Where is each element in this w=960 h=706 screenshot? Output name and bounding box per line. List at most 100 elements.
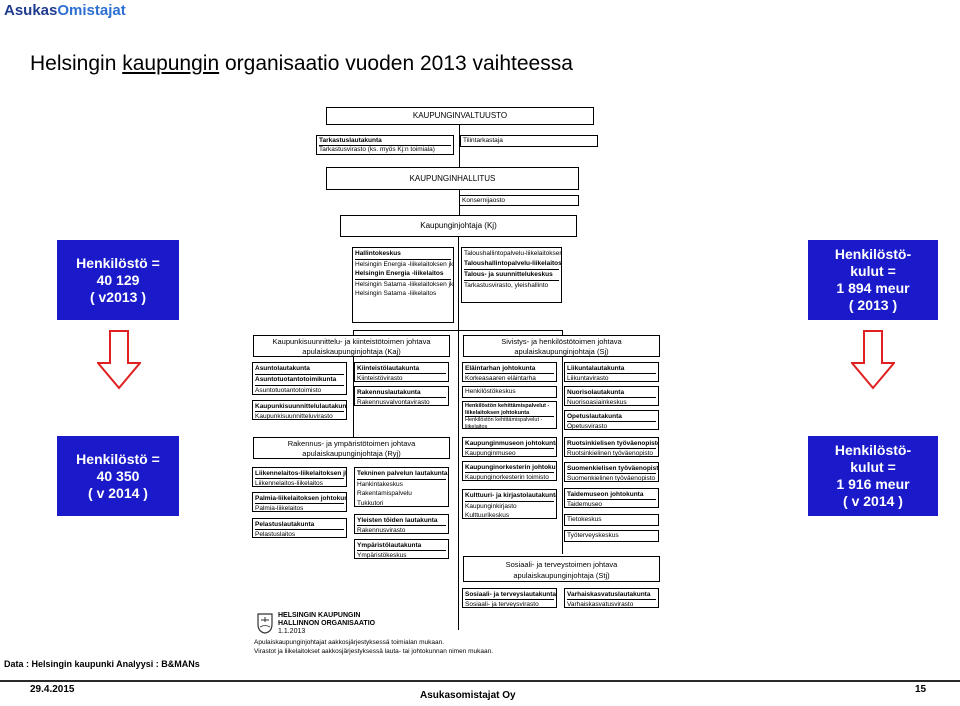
city-council-box: KAUPUNGINVALTUUSTO [326, 107, 594, 125]
sj-col1-box3: Henkilöstön kehittämispalvelut -liikelai… [462, 401, 557, 429]
org-logo-line1: HELSINGIN KAUPUNGIN [278, 612, 361, 619]
org-unit: Liikuntavirasto [567, 375, 609, 382]
kaj-header-line1: Kaupunkisuunnittelu- ja kiinteistötoimen… [272, 337, 431, 346]
org-unit: Kaupunginkirjasto [465, 502, 517, 510]
org-unit: Suomenkielisen työväenopiston jk [567, 465, 659, 474]
org-unit: Liikennelaitos-liikelaitos [255, 480, 323, 487]
sj-col2-box1: Liikuntalautakunta Liikuntavirasto [564, 362, 659, 382]
cost-2013-line4: ( 2013 ) [848, 297, 898, 313]
stj-header-box: Sosiaali- ja terveystoimen johtava apula… [463, 556, 660, 582]
staff-2014-box: Henkilöstö =40 350( v 2014 ) [57, 436, 179, 516]
footer-divider [0, 680, 960, 682]
org-unit: Ruotsinkielinen työväenopisto [567, 450, 653, 457]
sj2-col2-box3: Taidemuseon johtokunta Taidemuseo [564, 488, 659, 508]
org-unit: Kiinteistölautakunta [357, 364, 446, 374]
org-unit: Taidemuseon johtokunta [567, 490, 656, 500]
org-unit: Kiinteistövirasto [357, 375, 403, 382]
sj-header-line2: apulaiskaupunginjohtaja (Sj) [514, 347, 609, 356]
cost-2013-box: Henkilöstö-kulut =1 894 meur( 2013 ) [808, 240, 938, 320]
org-notes: Apulaiskaupunginjohtajat aakkosjärjestyk… [254, 638, 493, 656]
org-unit: Helsingin Energia -liikelaitos [355, 269, 451, 280]
cost-2014-line2: kulut = [850, 459, 896, 475]
org-unit: Nuorisoasiainkeskus [567, 399, 627, 406]
org-unit: Sosiaali- ja terveysvirasto [465, 601, 539, 608]
connector [562, 356, 563, 554]
audit-office-label: Tarkastusvirasto (ks. myös Kj:n toimiala… [319, 146, 435, 153]
sj-header-box: Sivistys- ja henkilöstötoimen johtava ap… [463, 335, 660, 357]
page-title: Helsingin kaupungin organisaatio vuoden … [30, 52, 573, 76]
org-unit: Sosiaali- ja terveyslautakunta [465, 591, 557, 600]
cost-2013-line2: kulut = [850, 263, 896, 279]
ryj-col2-box3: Ympäristölautakunta Ympäristökeskus [354, 539, 449, 559]
org-unit: Rakennusvirasto [357, 527, 406, 534]
org-unit: Kaupunkisuunnitteluvirasto [255, 413, 333, 420]
org-logo-text: HELSINGIN KAUPUNGIN HALLINNON ORGANISAAT… [278, 612, 375, 636]
cost-2014-line3: 1 916 meur [836, 476, 910, 492]
org-unit: Työterveyskeskus [567, 532, 619, 539]
connector [459, 124, 460, 168]
org-unit: Palmia-liikelaitos [255, 505, 304, 512]
connector [353, 428, 354, 438]
stj-col1-box1: Sosiaali- ja terveyslautakunta Sosiaali-… [462, 588, 557, 608]
connector [458, 236, 459, 335]
org-unit: Henkilöstön kehittämispalvelut -liikelai… [465, 417, 543, 429]
connector [562, 330, 563, 336]
org-unit: Kaupunkisuunnittelulautakunta [255, 403, 347, 412]
org-unit: Tekninen palvelun lautakunta [357, 469, 448, 480]
sj2-col2-box4: Tietokeskus [564, 514, 659, 526]
connector [353, 330, 354, 336]
org-note-1: Apulaiskaupunginjohtajat aakkosjärjestyk… [254, 639, 445, 646]
brand-part1: Asukas [4, 2, 58, 19]
org-unit: Palmia-liikelaitoksen johtokunta [255, 495, 347, 504]
city-council-label: KAUPUNGINVALTUUSTO [412, 111, 508, 120]
staff-2013-line3: ( v2013 ) [89, 288, 147, 305]
org-unit: Rakentamispalvelu [357, 490, 412, 497]
connector [458, 330, 459, 630]
org-unit: Tarkastusvirasto, yleishallinto [464, 282, 549, 289]
org-unit: Eläintarhan johtokunta [465, 364, 554, 374]
stj-header-line2: apulaiskaupunginjohtaja (Stj) [513, 571, 610, 580]
brand-logo: AsukasOmistajat [4, 2, 126, 19]
org-unit: Helsingin Satama -liikelaitos [355, 290, 437, 297]
group-division-box: Konsernijaosto [459, 195, 579, 206]
stj-col2-box1: Varhaiskasvatuslautakunta Varhaiskasvatu… [564, 588, 659, 608]
org-unit: Pelastuslaitos [255, 531, 296, 538]
group-division-label: Konsernijaosto [462, 197, 505, 204]
org-unit: Rakennusvalvontavirasto [357, 399, 430, 406]
kaj-header-box: Kaupunkisuunnittelu- ja kiinteistötoimen… [253, 335, 450, 357]
org-unit: Suomenkielinen työväenopisto [567, 475, 656, 482]
org-unit: Pelastuslautakunta [255, 520, 344, 530]
org-unit: Taloushallintopalvelu-liikelaitoksen jk [464, 250, 562, 257]
cost-2013-line1: Henkilöstö- [834, 246, 912, 262]
org-unit: Taidemuseo [567, 501, 603, 508]
org-unit: Tukkutori [357, 499, 384, 507]
kaj-col2-box2: Rakennuslautakunta Rakennusvalvontaviras… [354, 386, 449, 406]
sj-col2-box3: Opetuslautakunta Opetusvirasto [564, 410, 659, 430]
city-board-box: KAUPUNGINHALLITUS [326, 167, 579, 190]
mayor-left-box: Hallintokeskus Helsingin Energia -liikel… [352, 247, 454, 323]
staff-2014-line1: Henkilöstö = [76, 450, 160, 467]
footer-source: Data : Helsingin kaupunki Analyysi : B&M… [4, 659, 200, 669]
mayor-right-box: Taloushallintopalvelu-liikelaitoksen jk … [461, 247, 562, 303]
ryj-header-box: Rakennus- ja ympäristötoimen johtava apu… [253, 437, 450, 459]
auditor-box: Tilintarkastaja [460, 135, 598, 147]
sj-header-line1: Sivistys- ja henkilöstötoimen johtava [501, 337, 622, 346]
org-unit: Ympäristölautakunta [357, 541, 446, 551]
staff-2013-box: Henkilöstö =40 129( v2013 ) [57, 240, 179, 320]
staff-2013-line1: Henkilöstö = [76, 254, 160, 271]
org-unit: Varhaiskasvatusvirasto [567, 601, 634, 608]
brand-part2: Omistajat [57, 2, 126, 19]
footer-company: Asukasomistajat Oy [420, 690, 516, 701]
org-unit: Kulttuurikeskus [465, 512, 510, 519]
org-unit: Kaupunginmuseo [465, 450, 516, 457]
staff-2014-line2: 40 350 [96, 467, 140, 484]
sj2-col2-box2: Suomenkielisen työväenopiston jk Suomenk… [564, 462, 659, 482]
org-unit: Ruotsinkielisen työväenopiston jk [567, 440, 658, 449]
page-number: 15 [915, 684, 927, 695]
org-unit: Henkilöstön kehittämispalvelut -liikelai… [465, 403, 554, 417]
org-unit: Hankintakeskus [357, 480, 403, 488]
sj2-col2-box1: Ruotsinkielisen työväenopiston jk Ruotsi… [564, 437, 659, 457]
title-post: organisaatio vuoden 2013 vaihteessa [219, 52, 573, 75]
org-unit: Kaupunginorkesterin johtokunta [465, 464, 557, 473]
ryj-col1-box1: Liikennelaitos-liikelaitoksen jk Liikenn… [252, 467, 347, 487]
